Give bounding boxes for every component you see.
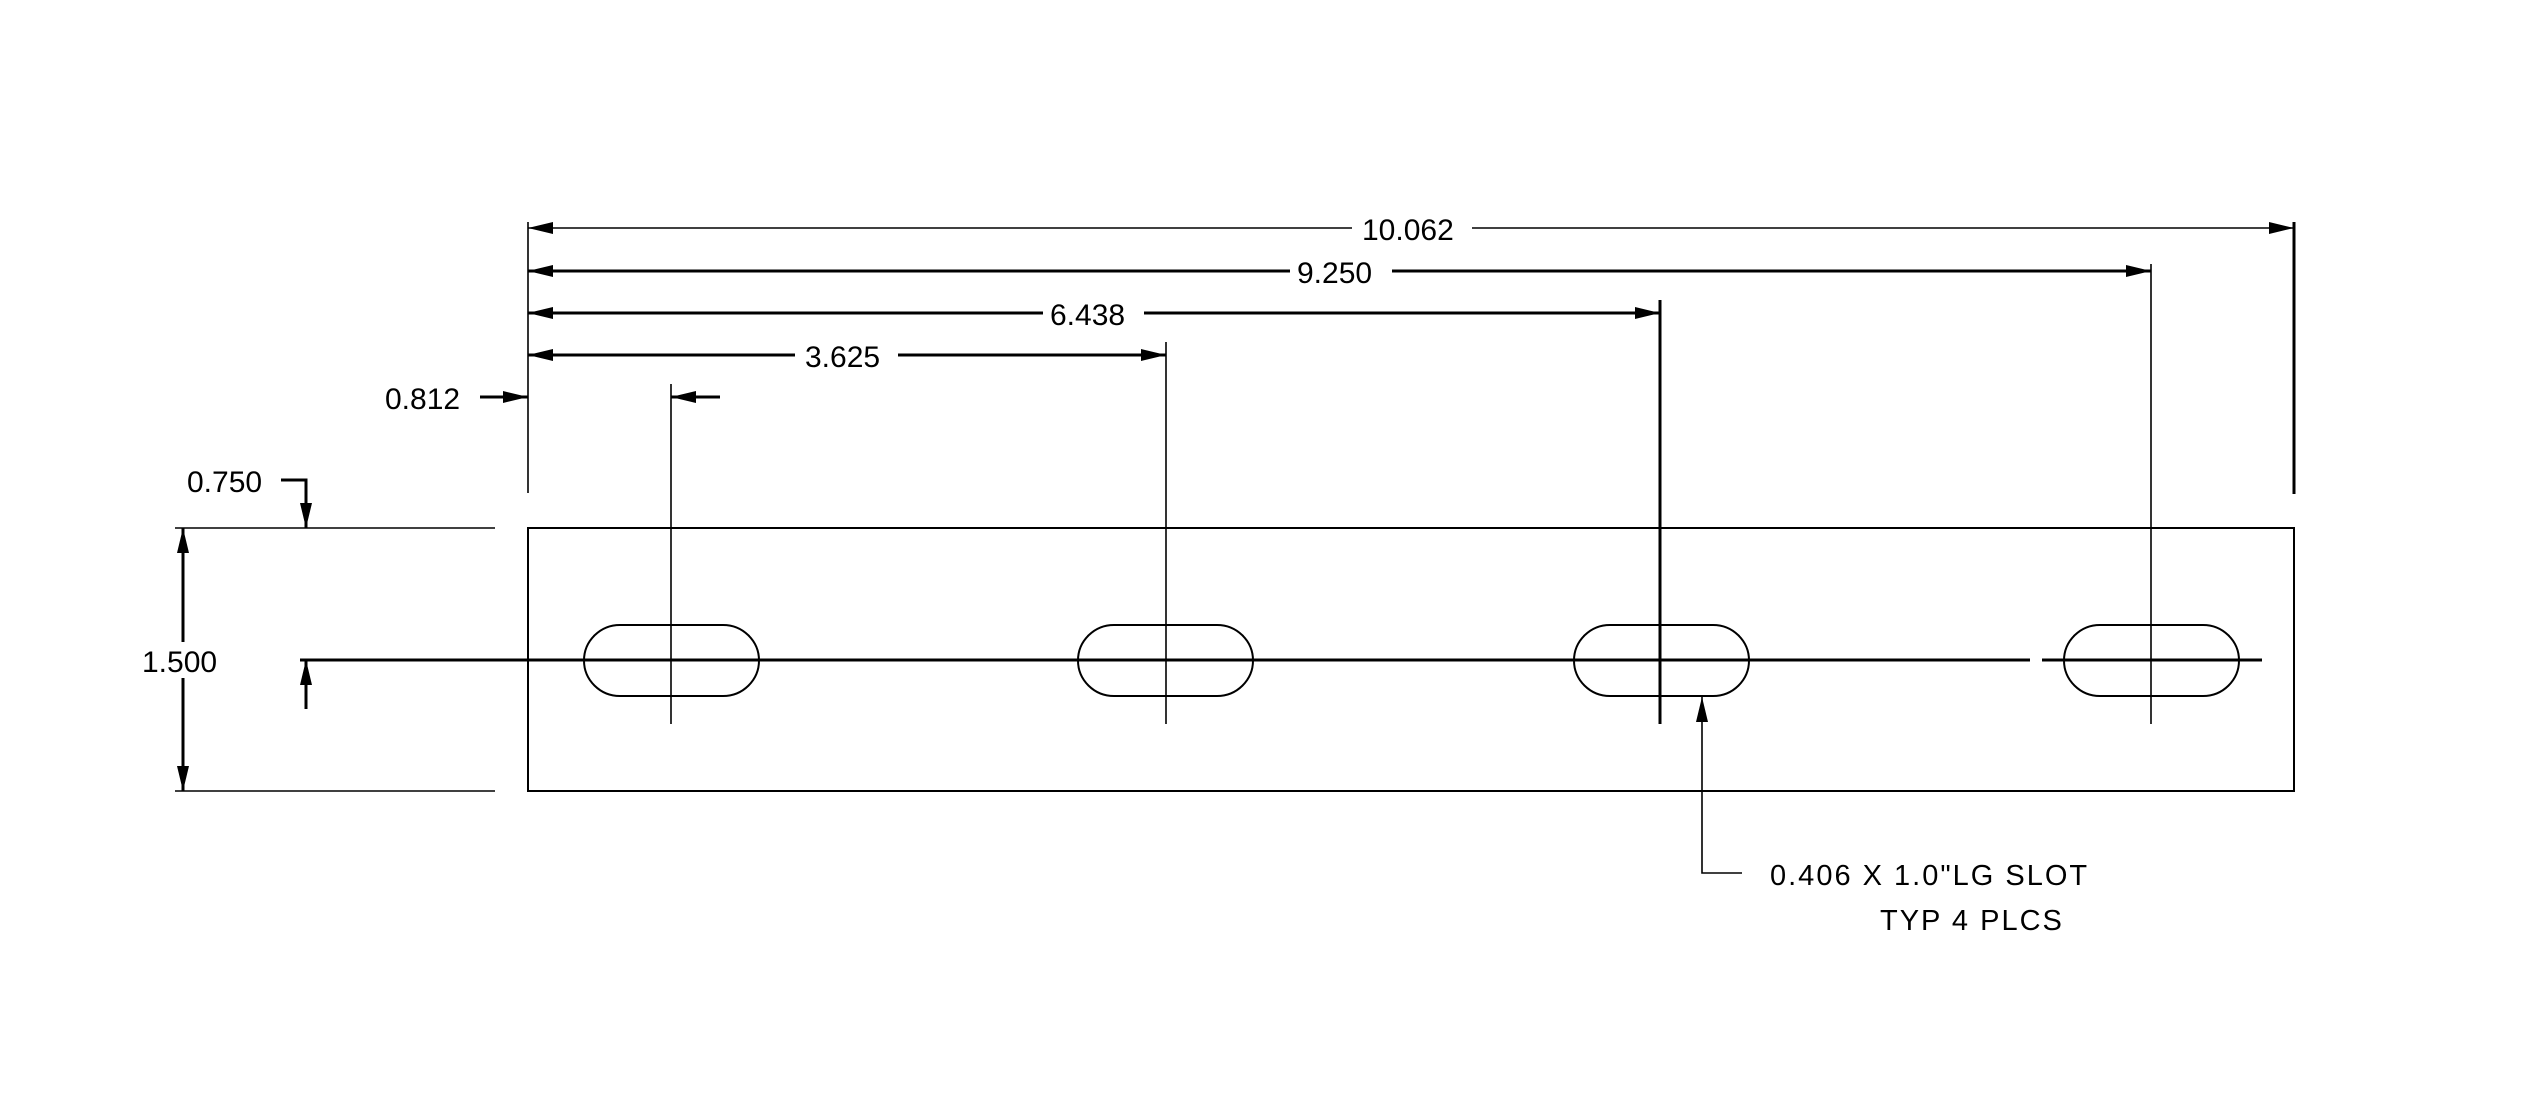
arrow-down-icon: [177, 766, 189, 791]
arrow-left-icon: [671, 391, 696, 403]
arrow-right-icon: [503, 391, 528, 403]
arrow-up-icon: [1696, 697, 1708, 722]
dimension-overall-length: 10.062: [528, 214, 2294, 247]
svg-text:3.625: 3.625: [805, 341, 880, 374]
svg-text:1.500: 1.500: [142, 646, 217, 679]
left-extension-lines: [175, 527, 495, 792]
slot-note-line2: TYP 4 PLCS: [1880, 905, 2064, 937]
arrow-right-icon: [2126, 265, 2151, 277]
arrow-right-icon: [1141, 349, 1166, 361]
dimension-slot1-position: 0.812: [385, 383, 720, 416]
svg-text:10.062: 10.062: [1362, 214, 1454, 247]
svg-text:0.812: 0.812: [385, 383, 460, 416]
arrow-down-icon: [300, 503, 312, 528]
arrow-left-icon: [528, 222, 553, 234]
arrow-right-icon: [1635, 307, 1660, 319]
arrow-right-icon: [2269, 222, 2294, 234]
arrow-left-icon: [528, 265, 553, 277]
dimension-overall-height: 1.500: [142, 528, 217, 791]
dimension-slot3-position: 6.438: [528, 299, 1660, 332]
dimension-slot4-position: 9.250: [528, 257, 2151, 290]
svg-text:6.438: 6.438: [1050, 299, 1125, 332]
dimension-slot2-position: 3.625: [528, 341, 1166, 374]
svg-text:9.250: 9.250: [1297, 257, 1372, 290]
svg-text:0.750: 0.750: [187, 466, 262, 499]
slot-note-line1: 0.406 X 1.0"LG SLOT: [1770, 860, 2089, 892]
arrow-left-icon: [528, 307, 553, 319]
slot-extension-lines: [670, 264, 2152, 724]
dimension-centerline-offset: 0.750: [187, 466, 312, 709]
slot-note-leader: [1696, 697, 1742, 874]
arrow-left-icon: [528, 349, 553, 361]
arrow-up-icon: [300, 660, 312, 685]
arrow-up-icon: [177, 528, 189, 553]
